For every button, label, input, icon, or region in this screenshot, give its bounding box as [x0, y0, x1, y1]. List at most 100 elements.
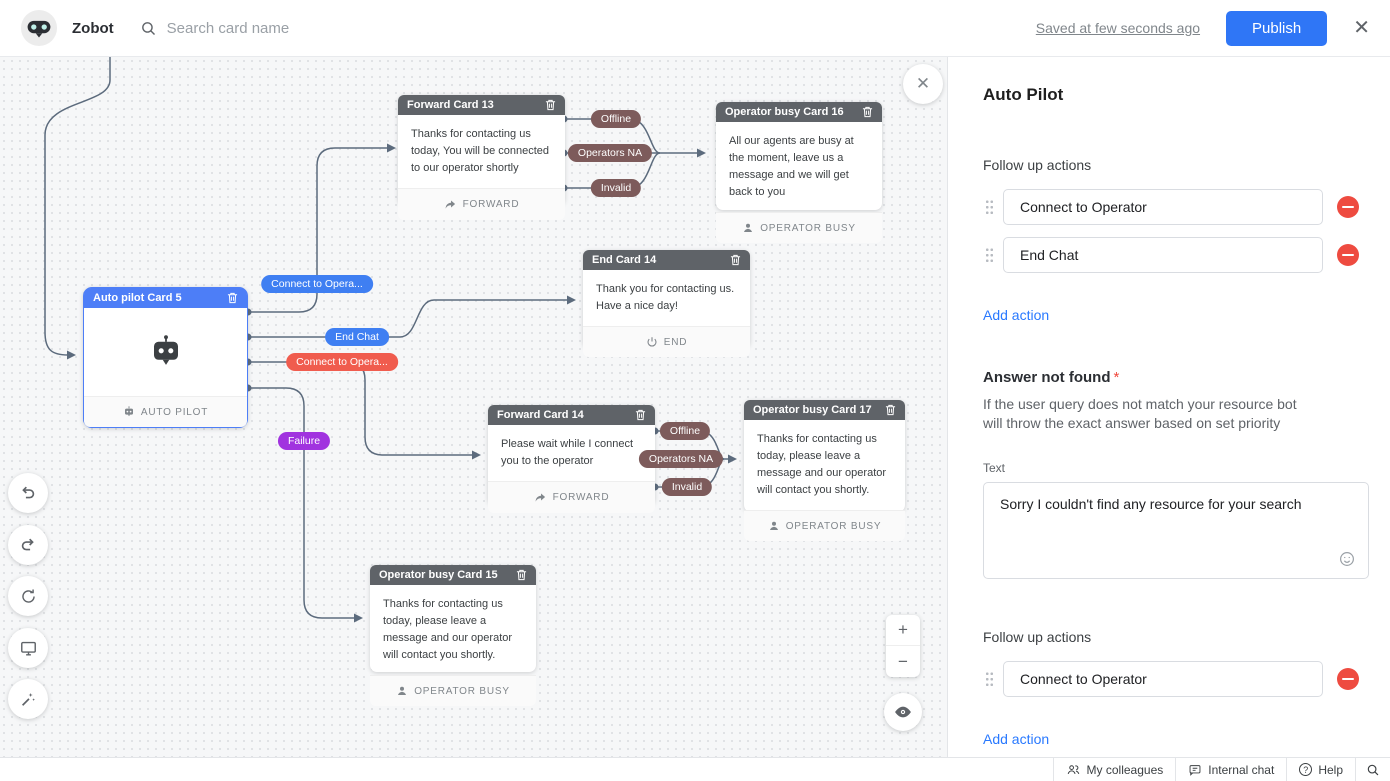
chat-icon	[1189, 764, 1201, 776]
card-message: Thanks for contacting us today, please l…	[757, 433, 887, 497]
text-field-label: Text	[983, 460, 1006, 475]
required-asterisk: *	[1113, 369, 1120, 386]
add-action-link[interactable]: Add action	[983, 307, 1050, 323]
action-value-field[interactable]: End Chat	[1003, 237, 1323, 273]
edge-label-end-chat[interactable]: End Chat	[325, 328, 389, 346]
search-icon	[1367, 764, 1379, 775]
delete-card-icon[interactable]	[730, 254, 741, 266]
edge-label-operators-na[interactable]: Operators NA	[638, 450, 724, 468]
flow-card-operator-busy-16[interactable]: Operator busy Card 16 All our agents are…	[716, 102, 882, 244]
edge-label-invalid[interactable]: Invalid	[590, 179, 642, 197]
edge-label-failure[interactable]: Failure	[277, 432, 331, 450]
answer-not-found-description: If the user query does not match your re…	[983, 396, 1297, 431]
answer-not-found-heading: Answer not found*	[983, 369, 1366, 386]
sync-button[interactable]	[8, 576, 48, 616]
answer-text-input[interactable]: Sorry I couldn't find any resource for y…	[984, 482, 1368, 578]
emoji-icon[interactable]	[1338, 550, 1356, 568]
search-icon	[141, 21, 155, 35]
edge-label-offline[interactable]: Offline	[659, 422, 711, 440]
flow-canvas[interactable]: Auto pilot Card 5 AUTO PILOT Forward Car…	[0, 57, 947, 757]
card-title: Forward Card 14	[497, 409, 584, 421]
canvas-close-button[interactable]: ✕	[903, 64, 943, 104]
eye-icon	[895, 706, 911, 718]
card-footer-label: FORWARD	[462, 199, 520, 211]
flow-card-operator-busy-15[interactable]: Operator busy Card 15 Thanks for contact…	[370, 565, 536, 707]
forward-icon	[445, 200, 455, 209]
edge-label-invalid[interactable]: Invalid	[661, 478, 713, 496]
zobot-logo-icon	[20, 9, 58, 47]
redo-button[interactable]	[8, 525, 48, 565]
internal-chat-item[interactable]: Internal chat	[1175, 758, 1286, 781]
action-value-field[interactable]: Connect to Operator	[1003, 189, 1323, 225]
edge-label-operators-na[interactable]: Operators NA	[567, 144, 653, 162]
edge-label-connect-to-operator[interactable]: Connect to Opera...	[286, 353, 398, 371]
power-icon	[647, 337, 657, 347]
flow-card-end-14[interactable]: End Card 14 Thank you for contacting us.…	[583, 250, 750, 358]
remove-action-button[interactable]	[1337, 667, 1359, 690]
card-title: Operator busy Card 16	[725, 106, 844, 118]
zoom-out-button[interactable]: −	[898, 651, 908, 671]
magic-wand-icon	[22, 693, 35, 706]
app-title: Zobot	[72, 19, 114, 37]
action-row: Connect to Operator	[983, 660, 1366, 697]
saved-status[interactable]: Saved at few seconds ago	[1035, 20, 1201, 36]
top-bar: Zobot Saved at few seconds ago Publish ✕	[0, 0, 1390, 57]
help-icon: ?	[1299, 763, 1313, 776]
status-bar: My colleagues Internal chat ? Help	[0, 757, 1390, 781]
status-item-label: Internal chat	[1208, 762, 1275, 777]
card-title: Operator busy Card 17	[753, 404, 872, 416]
delete-card-icon[interactable]	[545, 99, 556, 111]
action-row: End Chat	[983, 237, 1366, 273]
forward-icon	[535, 493, 545, 502]
help-item[interactable]: ? Help	[1286, 758, 1355, 781]
flow-card-auto-pilot-5[interactable]: Auto pilot Card 5 AUTO PILOT	[83, 287, 248, 428]
flow-card-forward-14[interactable]: Forward Card 14 Please wait while I conn…	[488, 405, 655, 514]
edge-label-offline[interactable]: Offline	[590, 110, 642, 128]
drag-handle[interactable]	[985, 199, 994, 215]
delete-card-icon[interactable]	[885, 404, 896, 416]
card-title: Operator busy Card 15	[379, 569, 498, 581]
card-footer-label: END	[663, 336, 688, 348]
monitor-icon	[20, 641, 36, 656]
preview-button[interactable]	[8, 628, 48, 668]
people-icon	[1067, 765, 1079, 775]
card-message: Thank you for contacting us. Have a nice…	[596, 283, 735, 313]
remove-action-button[interactable]	[1337, 196, 1359, 218]
robot-icon	[153, 335, 178, 365]
delete-card-icon[interactable]	[227, 292, 238, 304]
card-title: Auto pilot Card 5	[93, 292, 182, 304]
sync-icon	[21, 589, 35, 603]
operator-icon	[398, 686, 407, 696]
operator-icon	[769, 521, 778, 531]
card-search-input[interactable]	[166, 19, 487, 37]
delete-card-icon[interactable]	[862, 106, 873, 118]
overview-button[interactable]	[884, 693, 922, 731]
magic-wand-button[interactable]	[8, 679, 48, 719]
action-value-field[interactable]: Connect to Operator	[1003, 660, 1323, 697]
card-footer-label: OPERATOR BUSY	[785, 520, 882, 532]
flow-card-forward-13[interactable]: Forward Card 13 Thanks for contacting us…	[398, 95, 565, 221]
auto-pilot-icon	[124, 406, 133, 417]
undo-button[interactable]	[8, 473, 48, 513]
zoom-in-button[interactable]: +	[886, 615, 920, 646]
answer-not-found-label: Answer not found	[983, 369, 1111, 386]
add-action-link[interactable]: Add action	[983, 730, 1050, 747]
statusbar-search[interactable]	[1355, 758, 1390, 781]
remove-action-button[interactable]	[1337, 244, 1359, 266]
close-icon[interactable]: ✕	[1353, 17, 1370, 39]
card-footer-label: FORWARD	[552, 492, 610, 504]
edge-label-connect-to-operator[interactable]: Connect to Opera...	[261, 275, 373, 293]
card-title: End Card 14	[592, 254, 657, 266]
card-footer-label: OPERATOR BUSY	[760, 222, 856, 234]
card-message: Please wait while I connect you to the o…	[501, 438, 634, 468]
card-message: Thanks for contacting us today, You will…	[411, 128, 550, 175]
my-colleagues-item[interactable]: My colleagues	[1052, 758, 1176, 781]
followup-actions-label: Follow up actions	[983, 628, 1092, 645]
publish-button[interactable]: Publish	[1226, 10, 1328, 46]
drag-handle[interactable]	[985, 247, 994, 263]
drag-handle[interactable]	[985, 670, 994, 687]
flow-card-operator-busy-17[interactable]: Operator busy Card 17 Thanks for contact…	[744, 400, 905, 542]
delete-card-icon[interactable]	[516, 569, 527, 581]
delete-card-icon[interactable]	[635, 409, 646, 421]
redo-icon	[21, 538, 34, 551]
